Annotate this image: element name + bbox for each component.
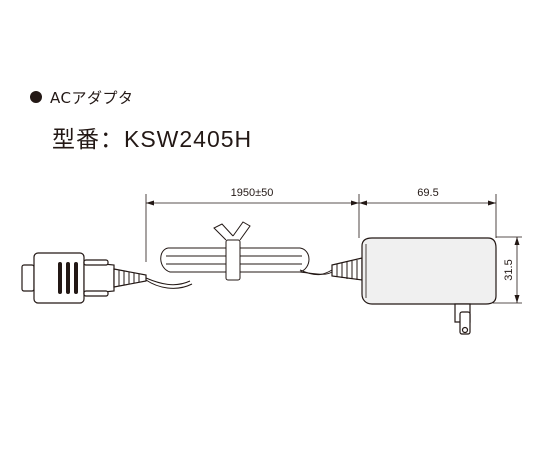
model-value: KSW2405H (124, 126, 253, 152)
model-label: 型番： (52, 127, 124, 153)
section-heading: ACアダプタ (30, 86, 133, 108)
adapter-body (331, 237, 497, 335)
connector-plug (21, 252, 147, 304)
bullet-icon (30, 91, 42, 103)
cable-length-label: 1950±50 (231, 187, 274, 199)
dimension-lines (145, 194, 522, 304)
adapter-length-label: 69.5 (417, 187, 438, 199)
model-number: 型番：KSW2405H (52, 120, 252, 154)
section-title: ACアダプタ (50, 88, 134, 107)
cable-bundle (145, 221, 333, 289)
adapter-height-label: 31.5 (503, 259, 515, 280)
